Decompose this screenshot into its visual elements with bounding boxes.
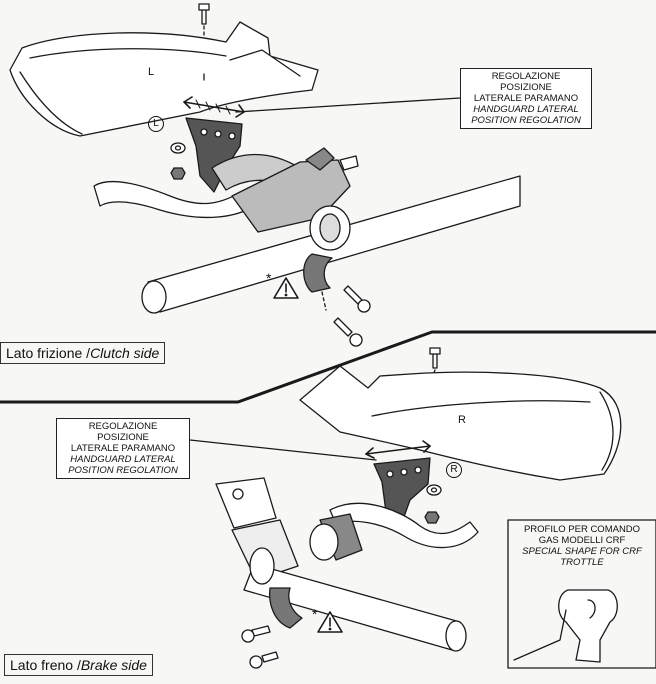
handguard-left [9, 21, 319, 137]
bottom-callout: REGOLAZIONE POSIZIONE LATERALE PARAMANO … [56, 418, 190, 479]
top-callout: REGOLAZIONE POSIZIONE LATERALE PARAMANO … [460, 68, 592, 129]
handguard-right [299, 365, 622, 481]
crf-callout-line4: TROTTLE [560, 557, 604, 568]
section-divider [0, 330, 656, 404]
bottom-callout-line1: REGOLAZIONE POSIZIONE [88, 421, 158, 443]
handguard-left-letter: L [148, 66, 155, 78]
bolts-top [333, 285, 371, 347]
clutch-perch [231, 147, 359, 251]
washer-nut-top [170, 142, 186, 180]
crf-detail-box [507, 519, 656, 669]
clutch-side-label-en: Clutch side [90, 345, 160, 361]
clamp-half-top [303, 253, 333, 293]
bottom-callout-line2: LATERALE PARAMANO [70, 443, 176, 454]
crf-callout-line3: SPECIAL SHAPE FOR CRF [522, 546, 642, 557]
circled-marker-left: L [148, 116, 164, 132]
crf-callout: PROFILO PER COMANDO GAS MODELLI CRF SPEC… [512, 522, 652, 570]
asterisk-bottom: * [312, 606, 318, 622]
clamp-bottom [268, 513, 363, 629]
top-callout-line4: POSITION REGOLATION [471, 115, 581, 126]
handlebar-bottom [243, 547, 467, 652]
top-screw [198, 3, 210, 25]
bottom-callout-line3: HANDGUARD LATERAL [70, 454, 176, 465]
brake-side-label: Lato freno /Brake side [4, 654, 153, 676]
washer-nut-bottom [424, 484, 442, 524]
warning-triangle-top [273, 277, 299, 299]
crf-callout-line1: PROFILO PER COMANDO [523, 524, 641, 535]
top-callout-line1: REGOLAZIONE POSIZIONE [491, 71, 561, 93]
brake-side-label-it: Lato freno / [10, 657, 81, 673]
clutch-side-label: Lato frizione /Clutch side [0, 342, 166, 364]
top-callout-line3: HANDGUARD LATERAL [473, 104, 579, 115]
bottom-screw [429, 347, 441, 369]
adjust-arrow-bottom [365, 440, 431, 459]
bottom-callout-line4: POSITION REGOLATION [68, 465, 178, 476]
adjust-arrow-top [183, 96, 245, 118]
warning-triangle-bottom [317, 611, 343, 633]
brake-lever [329, 502, 479, 549]
clutch-side-label-it: Lato frizione / [6, 345, 91, 361]
circled-marker-right: R [446, 462, 462, 478]
bolts-bottom [241, 625, 279, 669]
asterisk-top: * [266, 270, 272, 286]
crf-callout-line2: GAS MODELLI CRF [538, 535, 626, 546]
handguard-right-letter: R [458, 414, 466, 426]
brake-side-label-en: Brake side [80, 657, 147, 673]
top-callout-line2: LATERALE PARAMANO [473, 93, 579, 104]
